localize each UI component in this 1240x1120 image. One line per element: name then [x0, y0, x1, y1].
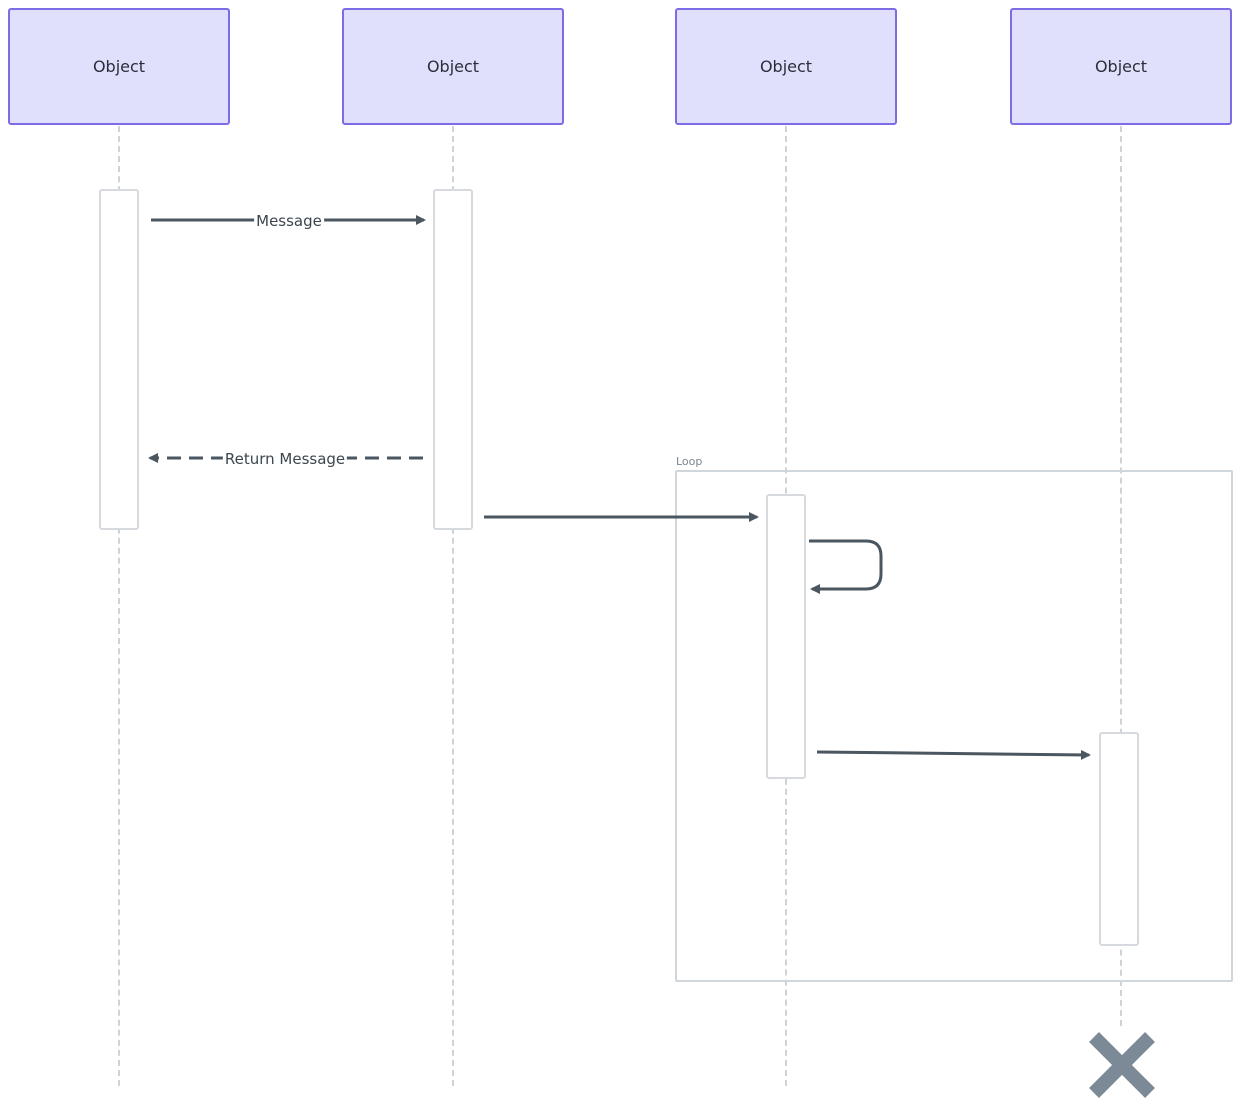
activation-bar-2[interactable]: [433, 189, 473, 530]
object-box-1[interactable]: Object: [8, 8, 230, 125]
object-label: Object: [426, 57, 480, 76]
message-label: Message: [254, 212, 324, 230]
lifeline-2: [452, 126, 454, 1086]
object-box-3[interactable]: Object: [675, 8, 897, 125]
activation-bar-4[interactable]: [1099, 732, 1139, 946]
loop-label: Loop: [676, 455, 703, 468]
destroy-x-icon: [1089, 1032, 1155, 1098]
object-label: Object: [1094, 57, 1148, 76]
self-message-arrow[interactable]: [809, 539, 883, 594]
lifeline-1: [118, 126, 120, 1086]
call-arrow-3-4[interactable]: [816, 749, 1091, 760]
object-label: Object: [759, 57, 813, 76]
object-label: Object: [92, 57, 146, 76]
activation-bar-1[interactable]: [99, 189, 139, 530]
object-box-4[interactable]: Object: [1010, 8, 1232, 125]
object-box-2[interactable]: Object: [342, 8, 564, 125]
activation-bar-3[interactable]: [766, 494, 806, 779]
lifeline-4: [1120, 126, 1122, 1026]
return-message-label: Return Message: [222, 450, 348, 468]
loop-fragment[interactable]: [675, 470, 1233, 982]
